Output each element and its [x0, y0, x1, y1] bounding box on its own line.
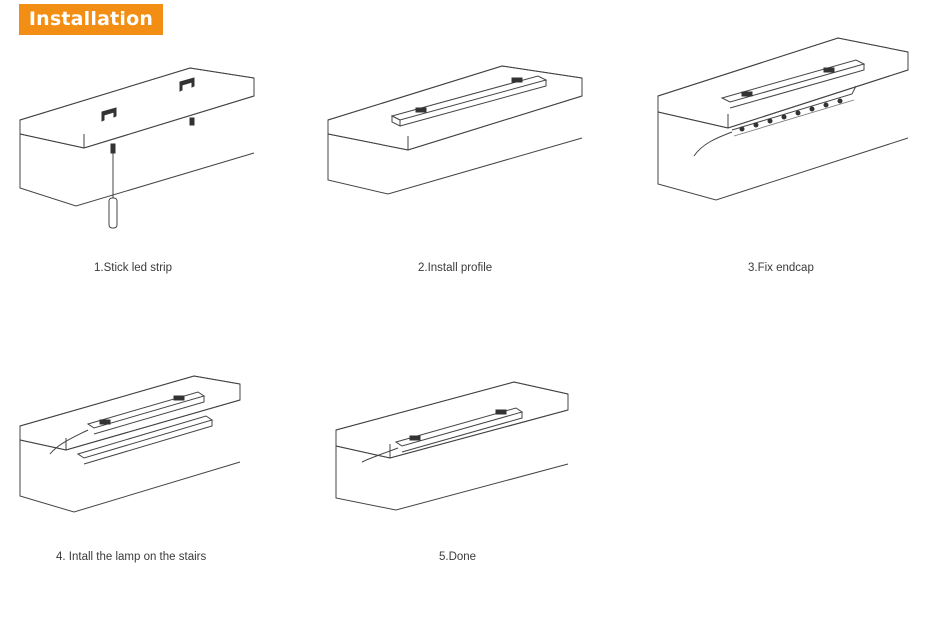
- step-5-illustration: [334, 380, 572, 512]
- step-1-illustration: [14, 48, 264, 243]
- step-2-illustration: [326, 48, 586, 243]
- step-3-illustration: [656, 34, 912, 234]
- step-4-illustration: [18, 368, 244, 518]
- step-3-caption: 3.Fix endcap: [748, 262, 814, 274]
- step-4-caption: 4. Intall the lamp on the stairs: [56, 551, 207, 563]
- section-title: Installation: [19, 4, 163, 35]
- step-2-caption: 2.Install profile: [418, 262, 493, 274]
- step-1-caption: 1.Stick led strip: [94, 262, 172, 274]
- step-5-caption: 5.Done: [439, 551, 477, 563]
